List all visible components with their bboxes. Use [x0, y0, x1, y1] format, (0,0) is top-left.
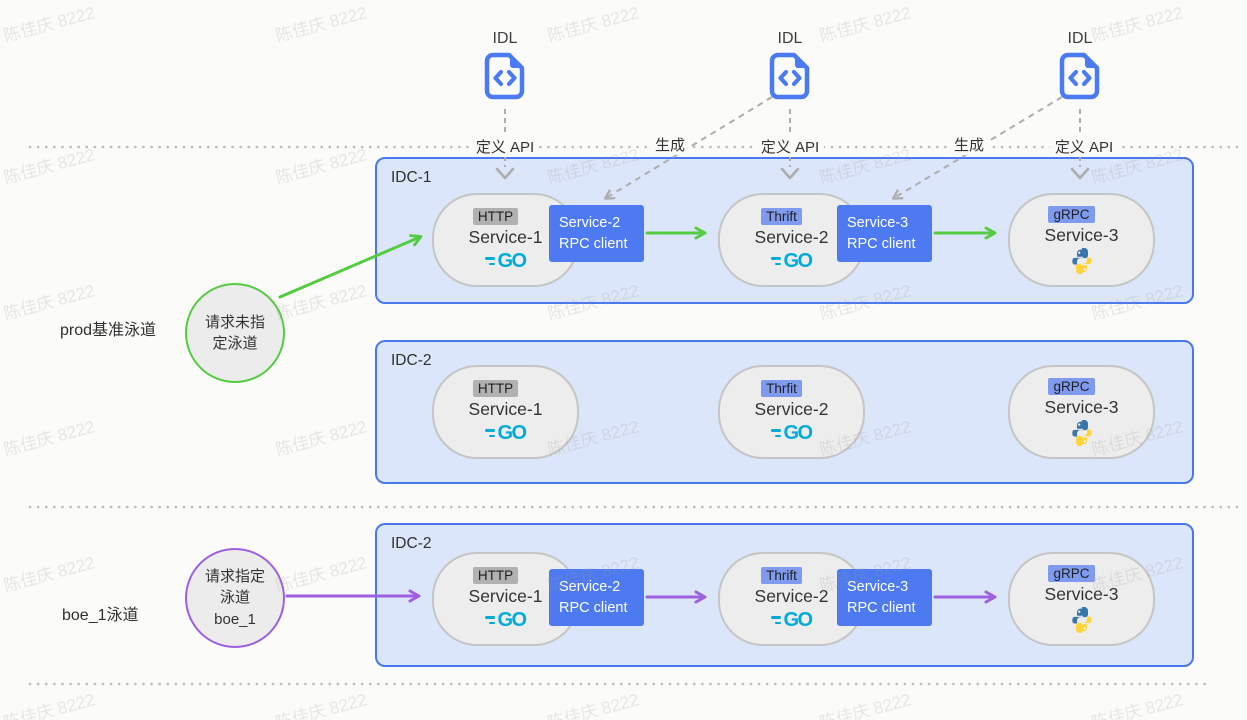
- service-pill-idc1-service3: gRPC Service-3: [1008, 193, 1155, 287]
- idc-box-label: IDC-2: [391, 352, 432, 369]
- watermark: 陈佳庆 8222: [273, 281, 369, 324]
- protocol-tag: gRPC: [1048, 206, 1095, 223]
- go-logo: GO: [485, 422, 527, 444]
- watermark: 陈佳庆 8222: [1089, 690, 1185, 720]
- service-name: Service-2: [754, 227, 829, 247]
- watermark: 陈佳庆 8222: [273, 690, 369, 720]
- watermark: 陈佳庆 8222: [273, 553, 369, 596]
- idl-file-2: IDL: [744, 30, 836, 105]
- service-pill-idc1-service1: HTTP Service-1 GO: [432, 193, 579, 287]
- rpc-client-box-idc1-service3: Service-3 RPC client: [837, 205, 932, 262]
- rpc-client-box-idc2boe-service2: Service-2 RPC client: [549, 569, 644, 626]
- protocol-tag: Thrift: [761, 208, 802, 225]
- define-api-label-2: 定义 API: [755, 136, 825, 157]
- watermark: 陈佳庆 8222: [273, 145, 369, 188]
- watermark: 陈佳庆 8222: [1, 3, 97, 46]
- service-name: Service-1: [468, 399, 543, 419]
- idl-file-icon: [769, 52, 810, 100]
- watermark: 陈佳庆 8222: [1, 417, 97, 460]
- go-logo: GO: [771, 422, 813, 444]
- watermark: 陈佳庆 8222: [545, 690, 641, 720]
- go-logo: GO: [771, 250, 813, 272]
- generate-label-2: 生成: [948, 134, 990, 155]
- go-logo: GO: [485, 609, 527, 631]
- python-logo: [1071, 248, 1092, 274]
- idl-file-icon: [484, 52, 525, 100]
- protocol-tag: HTTP: [472, 567, 519, 584]
- watermark: 陈佳庆 8222: [1, 145, 97, 188]
- rpc-client-box-idc2boe-service3: Service-3 RPC client: [837, 569, 932, 626]
- service-name: Service-3: [1044, 584, 1119, 604]
- generate-label-1: 生成: [649, 134, 691, 155]
- idl-file-1: IDL: [459, 30, 551, 105]
- watermark: 陈佳庆 8222: [817, 690, 913, 720]
- idc-box-label: IDC-1: [391, 169, 432, 186]
- idl-label: IDL: [1067, 30, 1093, 47]
- idc-box-label: IDC-2: [391, 535, 432, 552]
- go-logo: GO: [485, 250, 527, 272]
- protocol-tag: Thrfit: [761, 380, 802, 397]
- service-name: Service-1: [468, 586, 543, 606]
- watermark: 陈佳庆 8222: [273, 417, 369, 460]
- idl-file-3: IDL: [1034, 30, 1126, 105]
- service-pill-idc2mid-service1: HTTP Service-1 GO: [432, 365, 579, 459]
- service-name: Service-3: [1044, 397, 1119, 417]
- define-api-label-1: 定义 API: [470, 136, 540, 157]
- python-logo: [1071, 607, 1092, 633]
- service-name: Service-2: [754, 399, 829, 419]
- service-name: Service-2: [754, 586, 829, 606]
- protocol-tag: Thrift: [761, 567, 802, 584]
- service-pill-idc2boe-service3: gRPC Service-3: [1008, 552, 1155, 646]
- idl-label: IDL: [777, 30, 803, 47]
- watermark: 陈佳庆 8222: [1, 553, 97, 596]
- protocol-tag: HTTP: [472, 208, 519, 225]
- define-api-label-3: 定义 API: [1049, 136, 1119, 157]
- rpc-client-box-idc1-service2: Service-2 RPC client: [549, 205, 644, 262]
- service-name: Service-3: [1044, 225, 1119, 245]
- boe-request-circle: 请求指定 泳道 boe_1: [185, 548, 285, 648]
- service-pill-idc2mid-service2: Thrfit Service-2 GO: [718, 365, 865, 459]
- protocol-tag: gRPC: [1048, 378, 1095, 395]
- protocol-tag: gRPC: [1048, 565, 1095, 582]
- idl-file-icon: [1059, 52, 1100, 100]
- watermark: 陈佳庆 8222: [545, 3, 641, 46]
- boe-lane-label: boe_1泳道: [62, 607, 139, 624]
- prod-request-circle: 请求未指 定泳道: [185, 283, 285, 383]
- idl-label: IDL: [492, 30, 518, 47]
- service-pill-idc2mid-service3: gRPC Service-3: [1008, 365, 1155, 459]
- protocol-tag: HTTP: [472, 380, 519, 397]
- python-logo: [1071, 420, 1092, 446]
- go-logo: GO: [771, 609, 813, 631]
- watermark: 陈佳庆 8222: [273, 3, 369, 46]
- service-name: Service-1: [468, 227, 543, 247]
- watermark: 陈佳庆 8222: [1, 690, 97, 720]
- prod-lane-label: prod基准泳道: [60, 322, 157, 339]
